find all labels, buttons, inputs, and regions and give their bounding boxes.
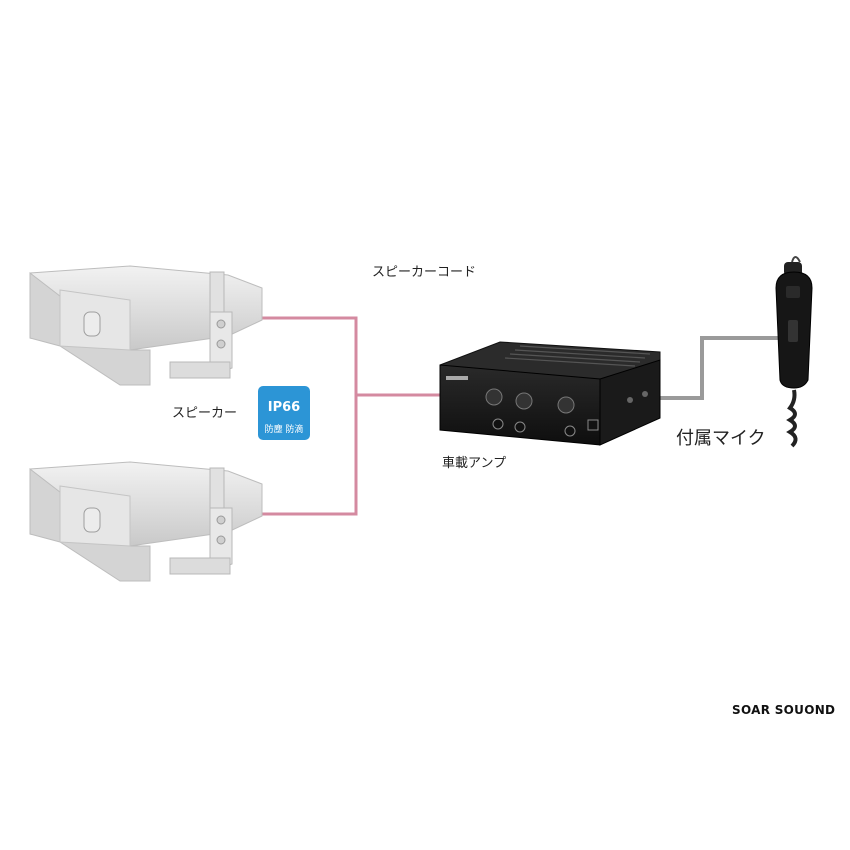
speaker-top bbox=[29, 265, 263, 386]
car-amplifier bbox=[439, 341, 661, 446]
ip-rating-text: IP66 bbox=[267, 400, 301, 415]
speaker-bottom bbox=[29, 461, 263, 582]
mic-label: 付属マイク bbox=[676, 428, 766, 449]
microphone bbox=[775, 256, 813, 448]
speaker-cord-label: スピーカーコード bbox=[372, 265, 477, 280]
ip-sub-text: 防塵 防滴 bbox=[264, 425, 304, 435]
speaker-cord bbox=[262, 316, 440, 516]
brand-logo: SOAR SOUOND bbox=[732, 703, 836, 717]
mic-cord bbox=[656, 336, 778, 400]
ip66-badge: IP66 防塵 防滴 bbox=[258, 386, 310, 440]
speaker-label: スピーカー bbox=[172, 406, 238, 421]
amp-label: 車載アンプ bbox=[442, 456, 507, 471]
